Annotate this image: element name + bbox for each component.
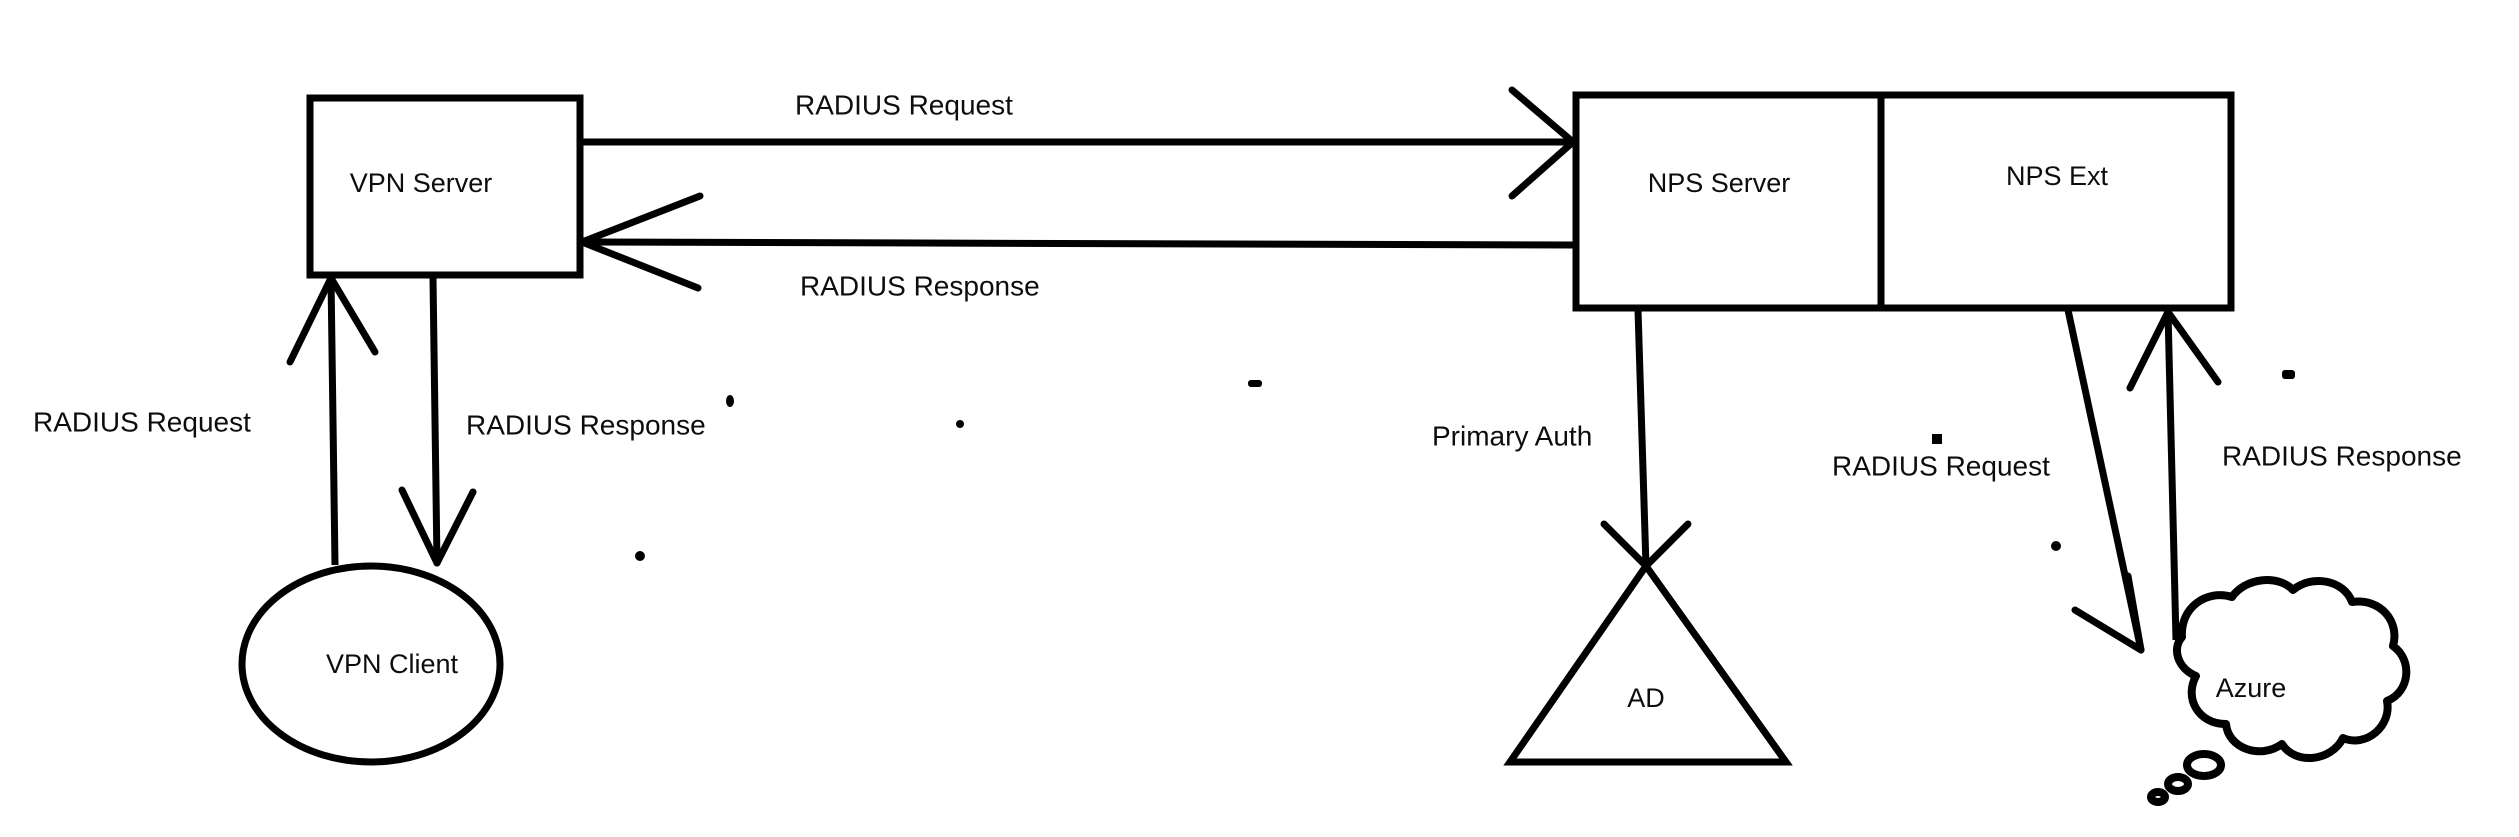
edge-line	[1634, 309, 1650, 567]
arrowhead-barb-left	[2126, 308, 2172, 392]
vpn-client-ellipse	[238, 562, 504, 766]
ad-triangle	[1503, 559, 1793, 766]
speck	[2282, 370, 2295, 379]
edge-vpn-to-nps	[582, 86, 1577, 200]
speck	[956, 420, 964, 428]
arrowhead-barb-upper	[578, 192, 704, 246]
node-vpn-server[interactable]: VPN Server	[306, 94, 584, 279]
edge-label-nps-to-ad: Primary Auth	[1432, 420, 1592, 451]
edge-nps-to-vpn	[578, 192, 1574, 292]
nps-group-rect	[1572, 91, 2235, 312]
arrowhead-barb-lower	[1508, 138, 1577, 200]
azure-cloud-bubble-medium	[2164, 773, 2192, 795]
node-ad[interactable]: AD	[1503, 559, 1793, 766]
edge-client-to-vpn	[286, 274, 379, 566]
edge-label-ext-to-azure: RADIUS Request	[1832, 450, 2050, 481]
node-azure[interactable]: Azure	[2147, 576, 2411, 806]
speck	[726, 395, 734, 407]
arrowhead-barb-right	[1642, 520, 1692, 570]
edge-line	[429, 277, 441, 564]
arrowhead-barb-left	[2071, 606, 2145, 654]
arrowhead-barb-upper	[1508, 86, 1577, 146]
speck	[635, 551, 645, 561]
speck	[1932, 434, 1942, 444]
arrowhead-barb-lower	[578, 238, 702, 292]
nps-ext-label[interactable]: NPS Ext	[2006, 161, 2109, 191]
edge-label-client-to-vpn: RADIUS Request	[33, 406, 251, 437]
speck	[2051, 541, 2061, 551]
edge-nps-to-ad	[1600, 309, 1692, 570]
vpn-client-label: VPN Client	[326, 649, 459, 679]
edge-label-nps-to-vpn: RADIUS Response	[800, 270, 1040, 301]
node-vpn-client[interactable]: VPN Client	[238, 562, 504, 766]
ad-label: AD	[1627, 683, 1665, 713]
edge-line	[581, 238, 1574, 249]
arrowhead-barb-right	[2164, 308, 2222, 386]
edge-ext-to-azure	[2064, 309, 2145, 654]
vpn-server-rect	[306, 94, 584, 279]
edge-label-vpn-to-client: RADIUS Response	[466, 409, 706, 440]
ink-specks	[635, 370, 2295, 561]
arrowhead-barb-right	[327, 274, 379, 356]
node-nps-group: NPS Server NPS Ext	[1572, 91, 2235, 312]
arrowhead-barb-right	[433, 488, 477, 567]
arrowhead-barb-left	[398, 486, 441, 567]
edge-label-vpn-to-nps: RADIUS Request	[795, 89, 1013, 120]
azure-cloud-bubble-large	[2183, 750, 2225, 780]
arrowhead-barb-left	[286, 274, 335, 366]
edge-line	[327, 277, 339, 566]
edge-vpn-to-client	[398, 277, 477, 567]
edge-label-azure-to-ext: RADIUS Response	[2222, 440, 2462, 471]
arrowhead-barb-left	[1600, 520, 1650, 570]
speck	[1248, 380, 1262, 387]
azure-cloud-bubble-small	[2147, 788, 2169, 806]
azure-cloud-shape	[2173, 576, 2411, 762]
arrowhead-barb-right	[2124, 572, 2145, 654]
vpn-server-label: VPN Server	[350, 168, 493, 198]
edge-azure-to-ext	[2126, 308, 2222, 641]
edge-line	[2164, 311, 2180, 641]
nps-server-label[interactable]: NPS Server	[1648, 168, 1791, 198]
azure-label: Azure	[2216, 673, 2287, 703]
